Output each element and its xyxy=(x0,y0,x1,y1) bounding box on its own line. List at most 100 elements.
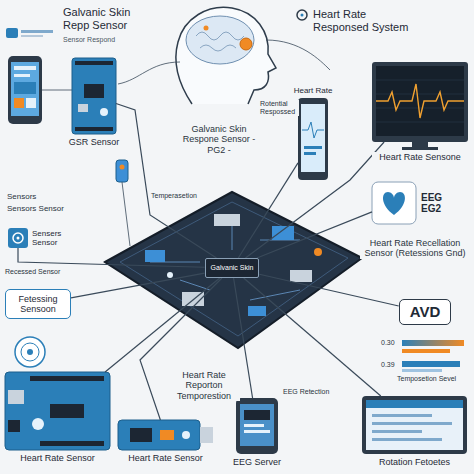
gsr-probe xyxy=(116,160,128,182)
microcontroller-board xyxy=(75,127,113,131)
logo-icon xyxy=(6,28,18,38)
smartphone: Heart Rate xyxy=(298,98,328,180)
tablet xyxy=(372,422,452,425)
text-label: Rotential Respossed xyxy=(259,100,299,116)
text-label: Sensors xyxy=(6,192,37,201)
head-illustration xyxy=(176,7,276,104)
tablet xyxy=(362,396,467,454)
node-text: EEG Server xyxy=(222,457,292,467)
head-illustration xyxy=(196,32,244,51)
wire-connector xyxy=(259,274,398,306)
smartphone xyxy=(14,98,24,108)
smartphone xyxy=(244,424,264,427)
microcontroller-board: Heart Rate Sensor xyxy=(5,372,110,450)
wireless-icon xyxy=(27,349,33,355)
smartphone xyxy=(302,122,324,138)
wireless-icon xyxy=(21,343,39,361)
usb-sensor-module: Heart Rate Sensor xyxy=(118,420,213,450)
smartphone xyxy=(236,398,278,454)
tablet xyxy=(366,400,463,450)
circuit-board xyxy=(167,272,173,278)
heart-rate-icon xyxy=(372,182,416,224)
tablet xyxy=(372,414,432,417)
microcontroller-board xyxy=(32,418,44,430)
head-illustration xyxy=(204,26,209,31)
microcontroller-board xyxy=(50,404,84,418)
node-text: Fetessing Sensoon xyxy=(12,294,64,315)
smartphone xyxy=(14,82,36,94)
head-illustration xyxy=(240,38,252,50)
logo-icon xyxy=(21,30,53,33)
connector-group xyxy=(18,104,399,420)
wire-connector xyxy=(71,273,205,298)
level-bars xyxy=(402,340,464,346)
circuit-board xyxy=(105,192,362,348)
heart-rate-icon xyxy=(372,182,416,224)
monitor xyxy=(402,147,438,150)
text-label: 0.30 xyxy=(380,339,396,347)
sensor-chip-icon xyxy=(8,228,28,248)
smartphone xyxy=(240,404,274,446)
level-bars xyxy=(402,369,442,372)
circuit-board xyxy=(290,270,312,282)
text-label: Galvanic Skin Respone Sensor -PG2 - xyxy=(178,124,260,155)
process-box: AVD xyxy=(399,299,452,324)
usb-sensor-module xyxy=(130,428,152,442)
node-caption: Heart Rate Sensone xyxy=(372,152,468,162)
text-label: 0.39 xyxy=(380,361,396,369)
smartphone xyxy=(244,430,270,433)
smartphone xyxy=(14,66,36,70)
monitor xyxy=(372,62,468,150)
microcontroller-board xyxy=(72,58,116,134)
circuit-board xyxy=(150,215,300,300)
level-bars xyxy=(402,340,464,372)
circuit-board xyxy=(120,202,348,336)
gsr-probe xyxy=(116,160,130,246)
wireless-icon xyxy=(15,337,45,367)
tablet xyxy=(372,438,442,441)
smartphone: EEG Server xyxy=(236,398,278,454)
wire-connector xyxy=(257,212,372,258)
microcontroller-board xyxy=(100,108,108,116)
usb-sensor-module xyxy=(160,430,174,440)
usb-sensor-module xyxy=(200,427,213,443)
text-label: Heart Rate Reporton Temporestion xyxy=(168,370,240,401)
node-text: Heart Rate Sensor xyxy=(5,453,110,463)
text-label: Heart Rate Responsed System xyxy=(312,8,414,33)
node-caption: EEG EG2 xyxy=(420,192,460,215)
monitor-display: Heart Rate Sensone xyxy=(372,62,468,142)
gsr-probe xyxy=(122,182,130,246)
logo-icon xyxy=(6,28,53,38)
smartphone xyxy=(298,98,328,180)
signal-wire xyxy=(42,90,72,91)
wire-connector xyxy=(244,278,381,396)
tablet xyxy=(362,396,467,454)
circuit-board xyxy=(248,306,266,316)
circuit-board xyxy=(105,192,362,348)
microcontroller-board xyxy=(84,84,104,98)
node-caption: Rotation Fetoetes xyxy=(362,457,467,467)
tablet: Rotation Fetoetes xyxy=(362,396,467,454)
smartphone xyxy=(8,56,42,124)
sensor-chip-icon xyxy=(13,233,23,243)
node-caption: Heart Rate Sensor xyxy=(118,453,213,463)
text-label: Heart Rate Recellation Sensor (Retession… xyxy=(360,238,470,259)
node-text: Rotation Fetoetes xyxy=(362,457,467,467)
tablet xyxy=(372,430,422,433)
smartphone xyxy=(8,56,42,124)
heart-rate-icon xyxy=(383,192,405,215)
system-icon xyxy=(297,10,307,20)
microcontroller-board xyxy=(78,104,88,112)
smartphone xyxy=(236,398,278,454)
tablet xyxy=(366,400,463,408)
smartphone xyxy=(304,146,322,149)
sensor-chip-icon xyxy=(17,237,20,240)
smartphone xyxy=(14,74,30,77)
node-caption: GSR Sensor xyxy=(64,137,124,147)
text-label: Sensor Respond xyxy=(62,36,116,44)
node-caption: Heart Rate xyxy=(283,86,343,95)
sensor-icon: Sensers Sensor xyxy=(8,228,28,248)
microcontroller-board xyxy=(5,372,110,450)
wire-connector xyxy=(105,278,220,372)
